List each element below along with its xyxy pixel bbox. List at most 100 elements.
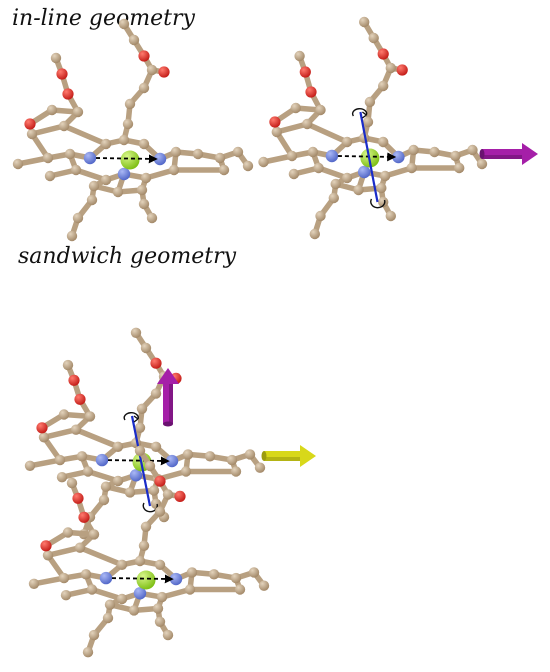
carbon-atom (454, 162, 465, 174)
carbon-atom (88, 180, 100, 192)
carbon-atom (138, 540, 150, 551)
oxygen-atom (150, 357, 162, 369)
carbon-atom (362, 116, 374, 128)
carbon-atom (168, 164, 180, 176)
transition-dipole-arrow (95, 154, 158, 164)
carbon-atom (385, 62, 396, 74)
arrow-body (264, 445, 316, 467)
bond (61, 123, 109, 147)
carbon-atom (230, 572, 242, 584)
carbon-atom (70, 164, 82, 176)
carbon-atom (88, 629, 100, 641)
oxygen-atom (154, 475, 166, 487)
carbon-atom (385, 210, 396, 222)
carbon-atom (378, 136, 389, 148)
carbon-atom (309, 228, 320, 240)
carbon-atom (242, 160, 254, 172)
carbon-atom (192, 148, 204, 160)
carbon-atom (100, 138, 112, 150)
oxygen-atom (72, 492, 84, 504)
arrow-tail (163, 421, 173, 427)
bond (304, 121, 350, 145)
carbon-atom (378, 80, 389, 92)
carbon-atom (230, 466, 242, 477)
carbon-atom (450, 150, 461, 162)
bond (85, 468, 121, 484)
carbon-atom (408, 144, 419, 156)
carbon-atom (28, 578, 40, 589)
carbon-atom (186, 567, 198, 578)
carbon-atom (128, 605, 140, 616)
carbon-atom (118, 18, 130, 30)
arrow-shade (169, 384, 173, 424)
bond (89, 586, 125, 602)
carbon-atom (379, 170, 391, 182)
transition-dipole-arrow (111, 574, 174, 584)
carbon-atom (271, 126, 282, 138)
carbon-atom (134, 445, 146, 456)
carbon-atom (44, 170, 56, 182)
bond (77, 544, 125, 568)
carbon-atom (376, 182, 387, 194)
sandwich-up-arrow (157, 368, 179, 427)
carbon-atom (364, 96, 376, 108)
carbon-atom (144, 460, 156, 472)
carbon-atom (368, 32, 379, 44)
carbon-atom (146, 212, 158, 224)
carbon-atom (134, 422, 146, 433)
carbon-atom (315, 104, 326, 116)
carbon-atom (248, 567, 260, 578)
transition-dipole-arrow (107, 456, 170, 466)
carbon-atom (341, 172, 353, 184)
rotation-arrow-bottom-icon (370, 198, 386, 209)
carbon-atom (162, 629, 174, 641)
carbon-atom (112, 441, 124, 452)
carbon-atom (128, 34, 140, 46)
carbon-atom (429, 146, 440, 158)
bond (29, 123, 67, 137)
carbon-atom (204, 451, 216, 462)
carbon-atom (116, 559, 128, 570)
carbon-atom (226, 454, 238, 466)
carbon-atom (218, 164, 230, 176)
atom-group (28, 445, 270, 658)
carbon-atom (88, 529, 100, 540)
molecule-inline-left (12, 18, 254, 242)
rotation-arrow-top-icon (123, 412, 139, 421)
carbon-atom (288, 168, 300, 180)
carbon-atom (208, 569, 220, 580)
carbon-atom (136, 184, 148, 196)
carbon-atom (58, 120, 70, 132)
molecule-sandwich-bottom (28, 445, 270, 658)
oxygen-atom (78, 511, 90, 523)
carbon-atom (124, 98, 136, 110)
carbon-atom (180, 466, 192, 477)
carbon-atom (378, 196, 389, 208)
carbon-atom (100, 481, 112, 492)
carbon-atom (254, 462, 266, 473)
carbon-atom (56, 472, 68, 483)
arrow-tail (479, 149, 485, 159)
nitrogen-atom (117, 167, 131, 181)
rotation-axis (123, 412, 158, 513)
carbon-atom (294, 50, 305, 62)
arrow-body (157, 368, 179, 424)
nitrogen-atom (129, 469, 143, 482)
carbon-atom (66, 477, 78, 489)
carbon-atom (102, 612, 114, 624)
sandwich-geometry-label: sandwich geometry (18, 244, 237, 269)
carbon-atom (60, 590, 72, 601)
carbon-atom (62, 359, 74, 371)
inline-arrow (479, 143, 538, 165)
carbon-atom (359, 16, 370, 28)
carbon-atom (156, 591, 168, 603)
molecule-inline-right (258, 16, 488, 240)
oxygen-atom (138, 50, 150, 62)
rotation-axis-line (130, 415, 152, 507)
carbon-atom (154, 616, 166, 627)
arrow-tail (261, 451, 267, 461)
carbon-atom (86, 194, 98, 206)
carbon-atom (170, 146, 182, 158)
carbon-atom (24, 460, 36, 471)
nitrogen-atom (133, 587, 147, 600)
